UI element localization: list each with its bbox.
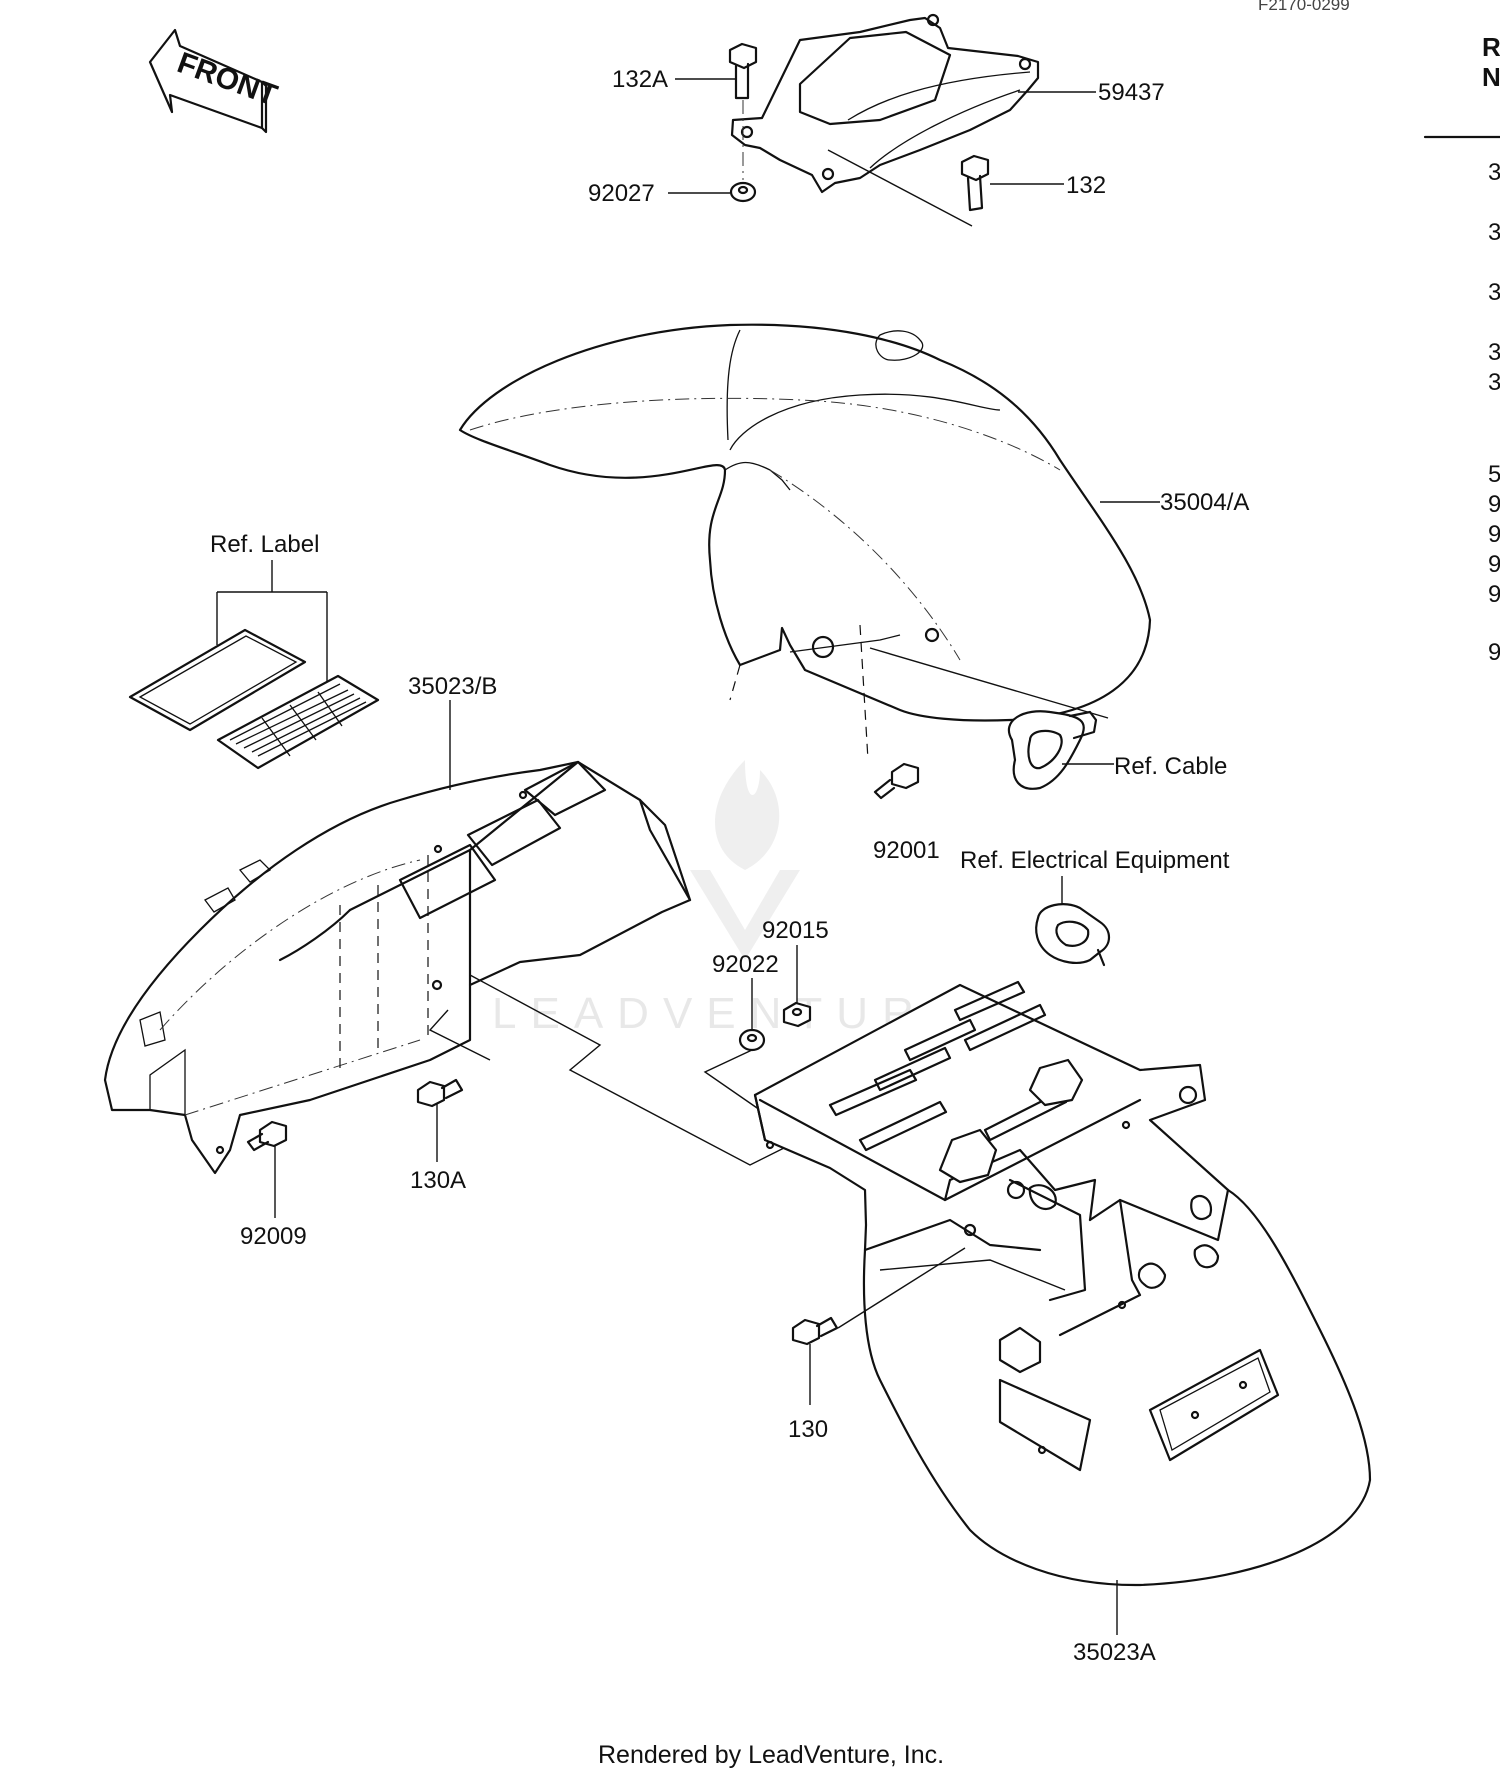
label-92001: 92001 — [873, 837, 940, 864]
part-35004a-front-fender — [458, 323, 1152, 722]
bolt-132-icon — [960, 154, 990, 212]
side-table-row: 3 — [1488, 339, 1500, 366]
part-35023a-rear-tail — [753, 980, 1372, 1587]
side-table-row: 9 — [1488, 581, 1500, 608]
diagram-ref-code: F2170-0299 — [1258, 0, 1350, 14]
bolt-130a-icon — [416, 1078, 464, 1108]
label-ref-electrical: Ref. Electrical Equipment — [960, 847, 1230, 874]
label-92015: 92015 — [762, 917, 829, 944]
side-table-row: 9 — [1488, 551, 1500, 578]
label-130a: 130A — [410, 1167, 466, 1194]
bolt-92009-icon — [246, 1120, 288, 1152]
side-parts-table: R N 3 3 3 3 3 5 9 9 9 9 9 — [1423, 32, 1500, 666]
cable-clamp-icon — [1007, 710, 1098, 790]
part-35023b-rear-fender — [103, 760, 692, 1175]
footer-credit: Rendered by LeadVenture, Inc. — [598, 1741, 944, 1769]
washer-92022-icon — [738, 1028, 766, 1052]
side-table-row: 3 — [1488, 279, 1500, 306]
side-table-row: 3 — [1488, 369, 1500, 396]
label-92027: 92027 — [588, 180, 655, 207]
front-arrow-icon: FRONT — [148, 28, 281, 134]
side-table-row: 9 — [1488, 521, 1500, 548]
washer-92027-icon — [729, 181, 757, 203]
bolt-130-icon — [791, 1316, 839, 1346]
label-92022: 92022 — [712, 951, 779, 978]
label-130: 130 — [788, 1416, 828, 1443]
side-table-row: 9 — [1488, 491, 1500, 518]
label-132: 132 — [1066, 172, 1106, 199]
label-92009: 92009 — [240, 1223, 307, 1250]
label-ref-cable: Ref. Cable — [1114, 753, 1227, 780]
label-35023b: 35023/B — [408, 673, 497, 700]
electrical-bracket-icon — [1035, 903, 1111, 967]
bolt-132a-icon — [728, 42, 758, 100]
side-table-row: 9 — [1488, 639, 1500, 666]
side-table-header-r: R — [1482, 32, 1500, 62]
label-132a: 132A — [612, 66, 668, 93]
side-table-row: 3 — [1488, 219, 1500, 246]
side-table-row: 5 — [1488, 461, 1500, 488]
bolt-92001-icon — [873, 762, 920, 800]
label-35023a: 35023A — [1073, 1639, 1156, 1666]
label-59437: 59437 — [1098, 79, 1165, 106]
label-ref-label: Ref. Label — [210, 531, 319, 558]
side-table-row: 3 — [1488, 159, 1500, 186]
label-35004a: 35004/A — [1160, 489, 1249, 516]
nut-92015-icon — [782, 1001, 812, 1028]
warning-label-sticker-icon — [128, 628, 380, 770]
part-59437-cover — [730, 13, 1040, 194]
side-table-header-n: N — [1482, 62, 1500, 92]
